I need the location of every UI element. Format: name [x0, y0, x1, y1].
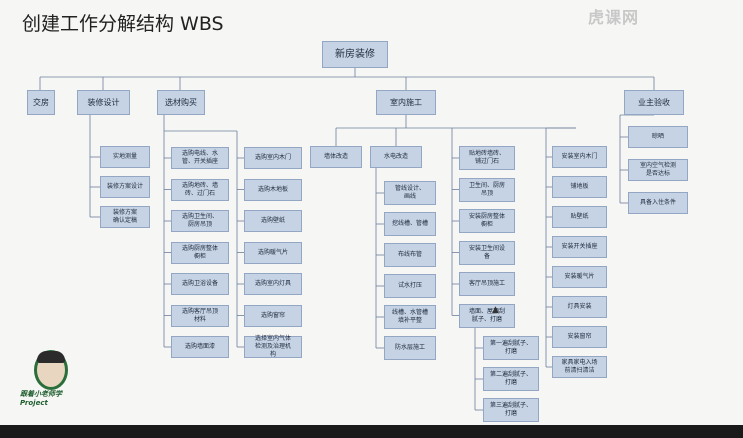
purchase-task-2: 选购地砖、墙 砖、过门石 — [171, 178, 229, 201]
install-task-6: 灯具安装 — [552, 296, 607, 318]
finishing-task-1: 贴地砖墙砖、 铺过门石 — [459, 146, 515, 170]
plumbing-task-6: 防水层施工 — [384, 336, 436, 360]
install-task-1: 安装室内木门 — [552, 146, 607, 168]
install-task-5: 安装暖气片 — [552, 266, 607, 288]
install-task-3: 贴壁纸 — [552, 206, 607, 228]
design-task-2: 装修方案设计 — [100, 176, 150, 198]
wbs-l1-node-5: 业主验收 — [624, 90, 684, 115]
watermark-logo: 虎课网 — [588, 8, 640, 27]
design-task-3: 装修方案 确认定稿 — [100, 206, 150, 228]
purchase-task-4: 选购厨房整体 橱柜 — [171, 241, 229, 264]
plumbing-task-1: 管线设计、 画线 — [384, 181, 436, 205]
purchase-task-6: 选购客厅吊顶 材料 — [171, 304, 229, 327]
putty-task-3: 第三遍刮腻子、 打磨 — [483, 398, 539, 422]
avatar-caption: 跟着小老师学Project — [20, 390, 62, 407]
install-task-8: 家具家电入场 前清扫清洁 — [552, 356, 607, 378]
install-task-2: 铺地板 — [552, 176, 607, 198]
finishing-task-2: 卫生间、厨房 吊顶 — [459, 177, 515, 202]
install-task-7: 安装窗帘 — [552, 326, 607, 348]
video-bottom-bar — [0, 425, 743, 438]
page-title: 创建工作分解结构 WBS — [22, 13, 224, 35]
plumbing-task-4: 试水打压 — [384, 274, 436, 298]
avatar-hair — [37, 351, 65, 363]
finishing-task-4: 安装卫生间设 备 — [459, 240, 515, 265]
acceptance-task-3: 具备入住条件 — [628, 192, 688, 214]
purchase-task-1: 选购电线、水 管、开关插座 — [171, 147, 229, 169]
purchase-task-7: 选购墙面漆 — [171, 336, 229, 358]
putty-task-1: 第一遍刮腻子、 打磨 — [483, 336, 539, 360]
purchase-task-3: 选购壁纸 — [244, 210, 302, 232]
acceptance-task-2: 室内空气检测 是否达标 — [628, 159, 688, 181]
wbs-l1-node-2: 装修设计 — [77, 90, 130, 115]
purchase-task-7: 选择室内气体 检测及治理机 构 — [244, 335, 302, 358]
design-task-1: 实地测量 — [100, 146, 150, 168]
acceptance-task-1: 晾晒 — [628, 126, 688, 148]
install-task-4: 安装开关插座 — [552, 236, 607, 258]
purchase-task-6: 选购窗帘 — [244, 304, 302, 327]
wbs-l1-node-4: 室内施工 — [376, 90, 436, 115]
purchase-task-4: 选购暖气片 — [244, 241, 302, 264]
purchase-task-3: 选购卫生间、 厨房吊顶 — [171, 210, 229, 232]
finishing-task-6: 墙面、屋顶刮 腻子、打磨 — [459, 303, 515, 328]
plumbing-task-2: 挖线槽、管槽 — [384, 212, 436, 236]
finishing-task-3: 安装厨房整体 橱柜 — [459, 209, 515, 233]
plumbing-task-5: 线槽、水管槽 填补平整 — [384, 305, 436, 329]
wbs-l1-node-3: 选材购买 — [157, 90, 205, 115]
purchase-task-2: 选购木地板 — [244, 178, 302, 201]
putty-task-2: 第二遍刮腻子、 打磨 — [483, 367, 539, 391]
construction-wall-node: 墙体改造 — [310, 146, 362, 168]
construction-plumbing-node: 水电改造 — [370, 146, 422, 168]
finishing-task-5: 客厅吊顶施工 — [459, 272, 515, 296]
purchase-task-5: 选购卫浴设备 — [171, 273, 229, 295]
plumbing-task-3: 布线布管 — [384, 243, 436, 267]
purchase-task-5: 选购室内灯具 — [244, 273, 302, 295]
wbs-root-node: 新房装修 — [322, 41, 388, 68]
mouse-cursor-icon: ▲ — [492, 305, 499, 315]
purchase-task-1: 选购室内木门 — [244, 147, 302, 169]
presenter-avatar: 跟着小老师学Project — [18, 350, 86, 412]
wbs-l1-node-1: 交房 — [27, 90, 55, 115]
